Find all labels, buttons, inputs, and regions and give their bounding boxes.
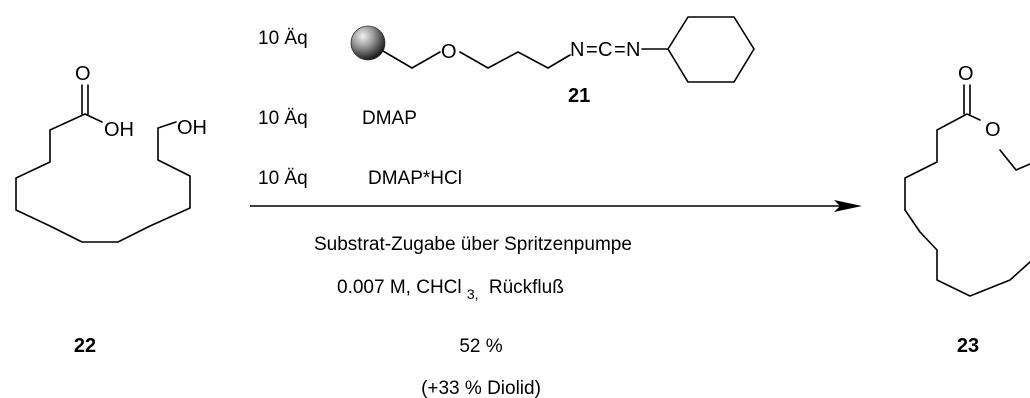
reagent-n2: N [626,39,640,61]
condition-reflux: Rückfluß [489,277,564,298]
product-chain-bottom [904,209,1030,297]
reagent3-name: DMAP*HCl [368,168,462,189]
byproduct-yield: (+33 % Diolid) [421,378,541,398]
reaction-arrow [250,200,862,212]
yield: 52 % [459,336,502,357]
product-chain-top [904,113,981,211]
condition-solvent: CHCl [416,277,461,298]
reagent2-name: DMAP [362,108,417,129]
substrate-number: 22 [74,335,96,357]
product-carbonyl-o: O [958,63,974,85]
reagent-eq2: = [614,39,626,61]
substrate-chain [15,113,191,243]
reagent-21: 10 Äq O N = C = N 21 [258,16,755,107]
condition-line2: 0.007 M, CHCl 3, Rückfluß [337,277,564,304]
condition-concentration: 0.007 M, [337,277,411,298]
condition-addition: Substrat-Zugabe über Spritzenpumpe [314,234,632,255]
reagent-c: C [598,39,612,61]
polymer-bead-icon [350,25,386,61]
substrate-alcohol-oh: OH [177,117,207,139]
condition-solvent-subscript: 3, [467,286,479,302]
product-ring-o-bond [999,149,1030,171]
product-ring-o: O [985,119,1001,141]
reagent-eq1: = [586,39,598,61]
reagent-n1: N [570,39,584,61]
reagent-oxygen: O [441,41,457,63]
reagent2-amount: 10 Äq [258,108,308,129]
reagent3-amount: 10 Äq [258,168,308,189]
substrate-carbonyl-o: O [75,63,91,85]
cyclohexyl-ring [667,16,755,83]
reagent-linker-left [382,50,441,69]
reagent1-amount: 10 Äq [258,28,308,49]
product-number: 23 [957,335,979,357]
reagent-number: 21 [568,85,590,107]
substrate-acid-oh: OH [104,119,134,141]
reagent-linker-right [459,51,571,69]
product-23: O O 23 [904,63,1030,357]
substrate-22: O OH OH 22 [15,63,207,357]
